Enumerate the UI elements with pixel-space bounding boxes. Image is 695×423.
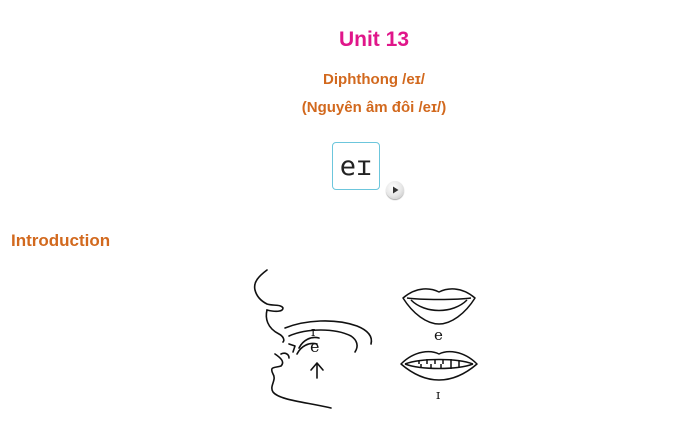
open-mouth-drawing xyxy=(402,288,476,325)
play-icon xyxy=(393,186,399,194)
profile-label-end: ɪ xyxy=(311,325,315,340)
head-profile-drawing xyxy=(253,269,373,409)
unit-title: Unit 13 xyxy=(338,28,409,51)
profile-label-start: e xyxy=(310,337,319,356)
mouth-label-top: e xyxy=(434,326,443,344)
mouth-label-bottom: ɪ xyxy=(436,388,440,403)
introduction-heading: Introduction xyxy=(11,231,111,250)
phoneme-symbol-box: eɪ xyxy=(332,142,380,190)
diphthong-subtitle-vietnamese: (Nguyên âm đôi /eɪ/) xyxy=(301,99,447,116)
play-audio-button[interactable] xyxy=(386,181,404,199)
narrow-mouth-drawing xyxy=(400,350,478,381)
phoneme-symbol: eɪ xyxy=(339,150,373,182)
mouth-articulation-illustration: ɪ e e ɪ xyxy=(253,269,478,409)
diphthong-subtitle: Diphthong /eɪ/ xyxy=(323,71,425,88)
